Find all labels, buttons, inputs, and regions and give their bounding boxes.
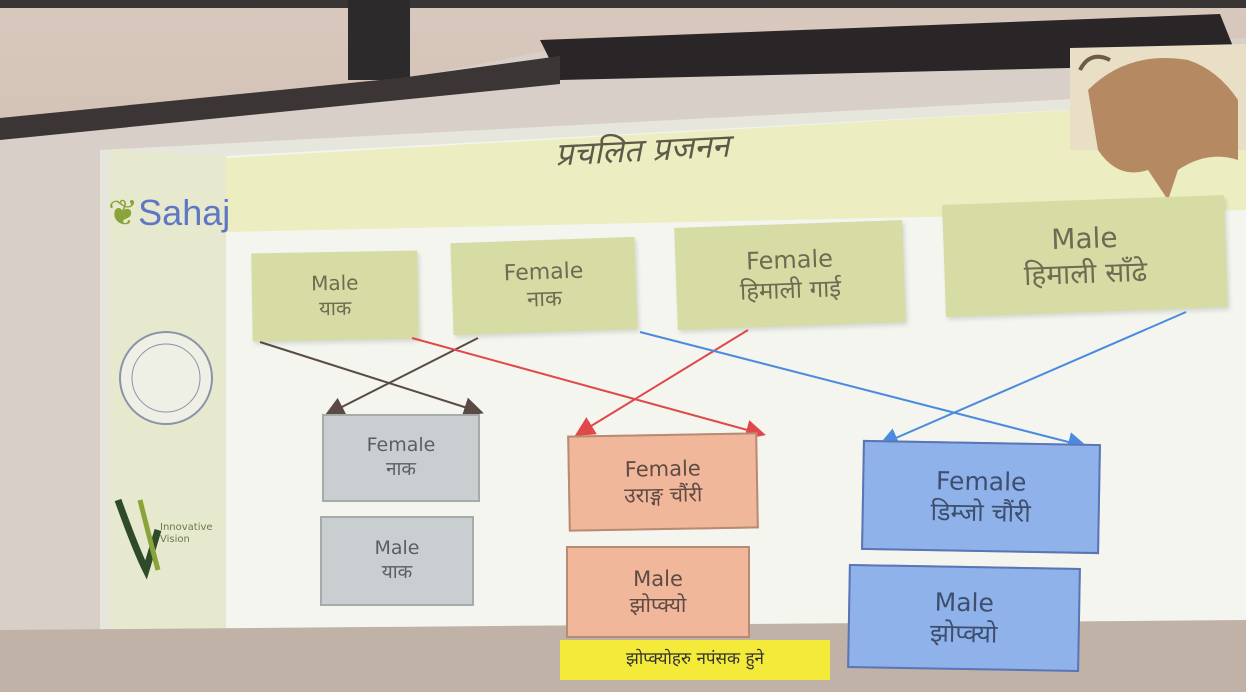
offspring-gender: Male [934,587,995,618]
offspring-name: उराङ्ग चौंरी [623,482,703,508]
offspring-right-female: Female डिम्जो चौंरी [861,439,1101,555]
sterility-note: झोप्क्योहरु नपंसक हुने [560,640,830,680]
offspring-middle-female: Female उराङ्ग चौंरी [567,432,759,532]
offspring-left-male: Male याक [320,516,474,606]
offspring-name: नाक [385,458,417,480]
offspring-name: याक [381,561,413,583]
offspring-right-male: Male झोप्क्यो [847,563,1081,673]
offspring-gender: Male [374,537,420,560]
offspring-gender: Female [366,434,436,457]
arrow-cow-to-right [639,331,1088,452]
offspring-name: डिम्जो चौंरी [930,497,1032,528]
ceiling-beam [0,0,1246,8]
sterility-note-text: झोप्क्योहरु नपंसक हुने [626,649,764,670]
arrow-nak-to-middle [411,337,766,440]
ceiling-post [348,0,410,80]
innovative-vision-logo: Innovative Vision [160,522,213,545]
offspring-middle-male: Male झोप्क्यो [566,546,750,638]
leaf-icon: ❦ [108,192,139,233]
sahaj-logo: ❦Sahaj [108,192,230,234]
arrow-cow-to-middle [574,329,749,437]
offspring-name: झोप्क्यो [929,618,998,649]
offspring-name: झोप्क्यो [629,593,687,617]
offspring-gender: Female [935,465,1027,497]
arrow-nak-to-left [324,337,479,416]
arrow-yak-to-left [259,341,484,417]
offspring-gender: Female [624,456,701,482]
arrow-bull-to-right [878,311,1187,447]
innovative-vision-text: Innovative Vision [160,522,213,545]
sahaj-logo-text: Sahaj [138,192,231,233]
offspring-gender: Male [633,566,683,591]
offspring-left-female: Female नाक [322,414,480,502]
